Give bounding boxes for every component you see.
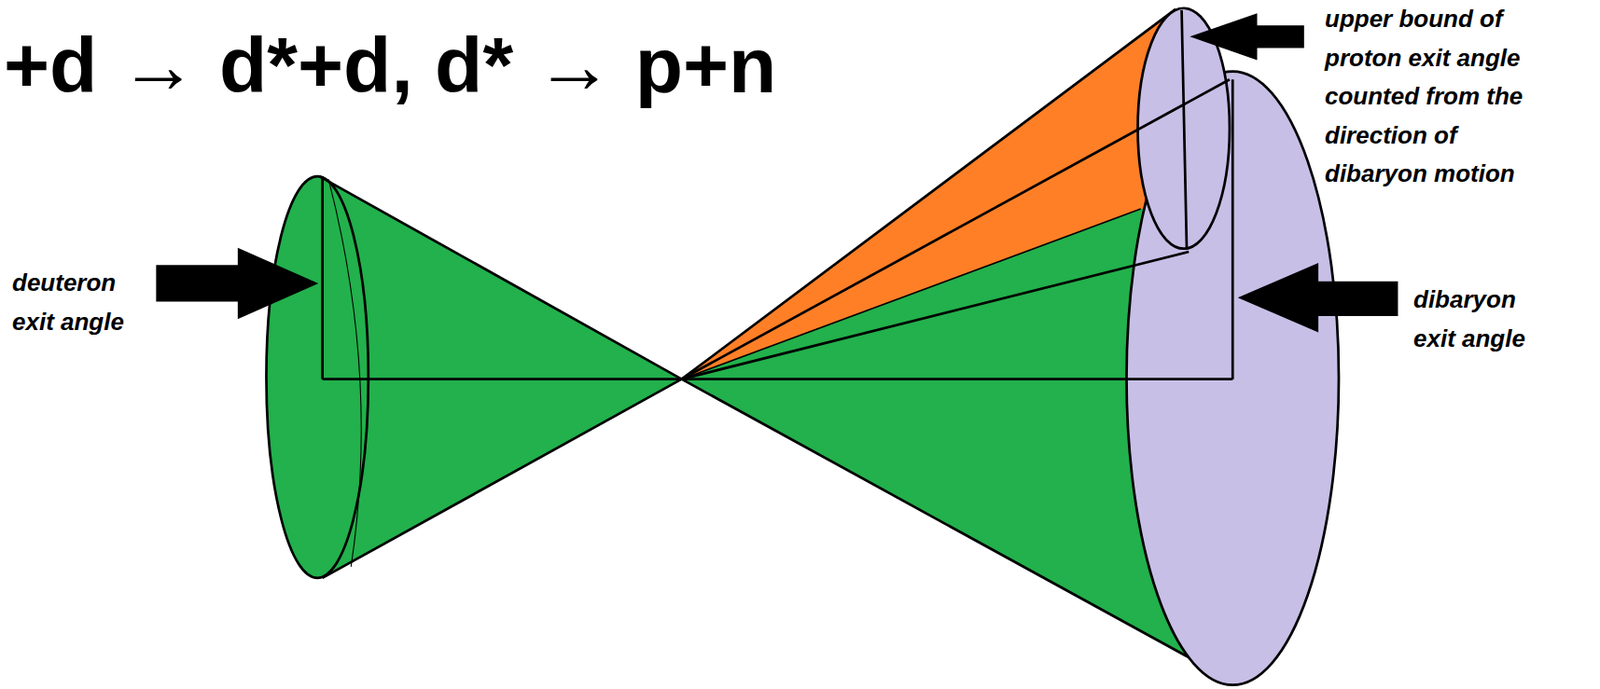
pointer-arrow bbox=[155, 248, 319, 320]
pointer-arrow bbox=[1189, 13, 1305, 60]
radius-line bbox=[1231, 79, 1235, 379]
radius-line bbox=[1182, 10, 1187, 251]
deuteron-cone-base bbox=[265, 176, 368, 579]
reaction-title: +d → d*+d, d* → p+n bbox=[3, 26, 777, 105]
axis-line bbox=[322, 377, 1234, 381]
callout-label: deuteron exit angle bbox=[12, 264, 153, 342]
cone-edge bbox=[322, 379, 682, 579]
cone-edge bbox=[681, 79, 1230, 379]
pointer-arrow bbox=[1238, 263, 1399, 333]
radius-line bbox=[320, 176, 324, 380]
cone-back-edge bbox=[328, 179, 362, 567]
deuteron-cone bbox=[319, 176, 682, 579]
callout-label: upper bound of proton exit angle counted… bbox=[1324, 0, 1549, 195]
callout-label: dibaryon exit angle bbox=[1413, 280, 1554, 359]
cone-edge bbox=[681, 379, 1190, 658]
cone-edge bbox=[681, 251, 1190, 380]
cone-edge bbox=[681, 208, 1141, 380]
cone-edge bbox=[319, 176, 682, 380]
